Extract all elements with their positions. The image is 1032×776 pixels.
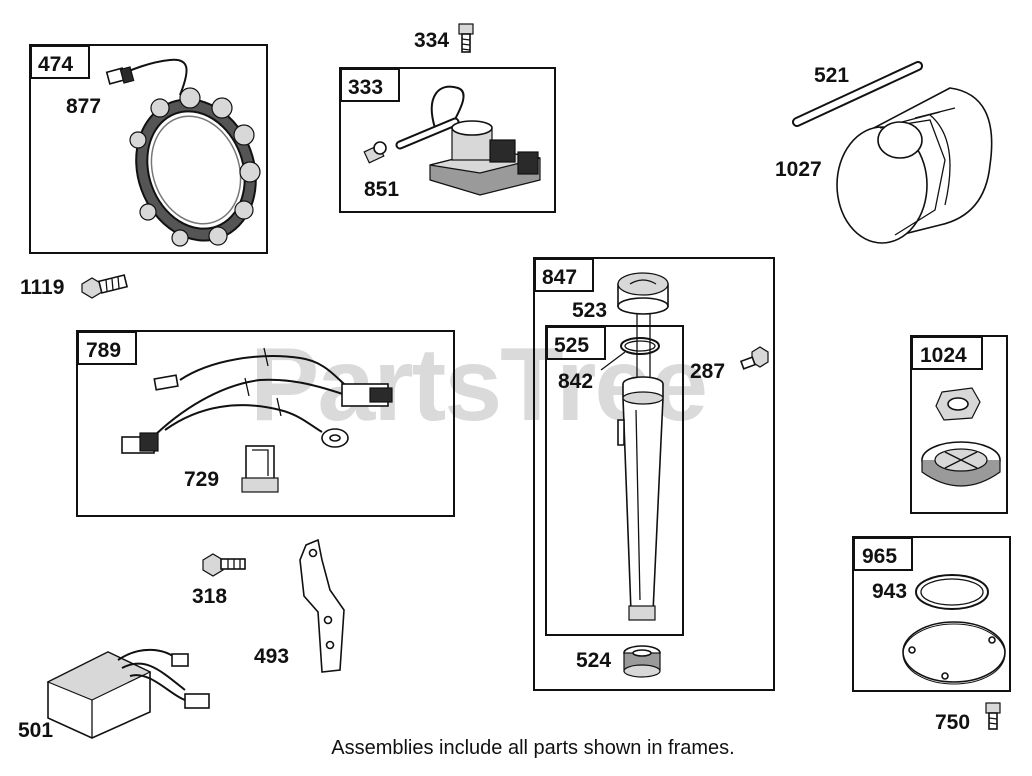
label-877: 877 (66, 95, 101, 118)
grommet-524[interactable] (623, 645, 661, 678)
frame-474[interactable]: 474 (29, 44, 268, 254)
label-729: 729 (184, 468, 219, 491)
dipstick-cap-523[interactable] (617, 272, 669, 385)
rotor-part[interactable] (921, 387, 1001, 487)
frame-label-1024: 1024 (920, 344, 967, 367)
stator-part[interactable] (105, 58, 275, 258)
oil-filter-1027[interactable] (836, 87, 993, 244)
frame-label-525: 525 (554, 334, 589, 357)
bracket-493[interactable] (299, 538, 345, 673)
label-501: 501 (18, 719, 53, 742)
label-318: 318 (192, 585, 227, 608)
label-842: 842 (558, 370, 593, 393)
label-521: 521 (814, 64, 849, 87)
label-493: 493 (254, 645, 289, 668)
frame-965[interactable]: 965 (852, 536, 1011, 692)
bolt-318[interactable] (202, 553, 246, 577)
label-943: 943 (872, 580, 907, 603)
tube-521[interactable] (792, 61, 923, 127)
frame-525[interactable]: 525 (545, 325, 684, 636)
ignition-coil-part[interactable] (363, 85, 541, 196)
frame-1024[interactable]: 1024 (910, 335, 1008, 514)
label-523: 523 (572, 299, 607, 322)
frame-333[interactable]: 333 (339, 67, 556, 213)
frame-label-789: 789 (86, 339, 121, 362)
label-524: 524 (576, 649, 611, 672)
frame-label-965: 965 (862, 545, 897, 568)
screw-287[interactable] (739, 346, 769, 370)
o-ring-943[interactable] (915, 574, 989, 610)
frame-label-474: 474 (38, 53, 73, 76)
screw-334[interactable] (458, 23, 474, 53)
bolt-1119[interactable] (81, 274, 129, 299)
label-287: 287 (690, 360, 725, 383)
caption: Assemblies include all parts shown in fr… (331, 737, 735, 759)
label-334: 334 (414, 29, 449, 52)
label-851: 851 (364, 178, 399, 201)
cover-plate[interactable] (902, 621, 1006, 685)
label-1027: 1027 (775, 158, 822, 181)
dipstick-tube[interactable] (617, 376, 664, 621)
frame-847[interactable]: 847 (533, 257, 775, 691)
frame-789[interactable]: 789 (76, 330, 455, 517)
label-1119: 1119 (20, 276, 64, 299)
o-ring-842[interactable] (620, 337, 660, 355)
wire-harness-part[interactable] (121, 347, 393, 493)
screw-750[interactable] (985, 702, 1001, 730)
regulator-501[interactable] (46, 648, 210, 739)
frame-label-333: 333 (348, 76, 383, 99)
frame-label-847: 847 (542, 266, 577, 289)
label-750: 750 (935, 711, 970, 734)
